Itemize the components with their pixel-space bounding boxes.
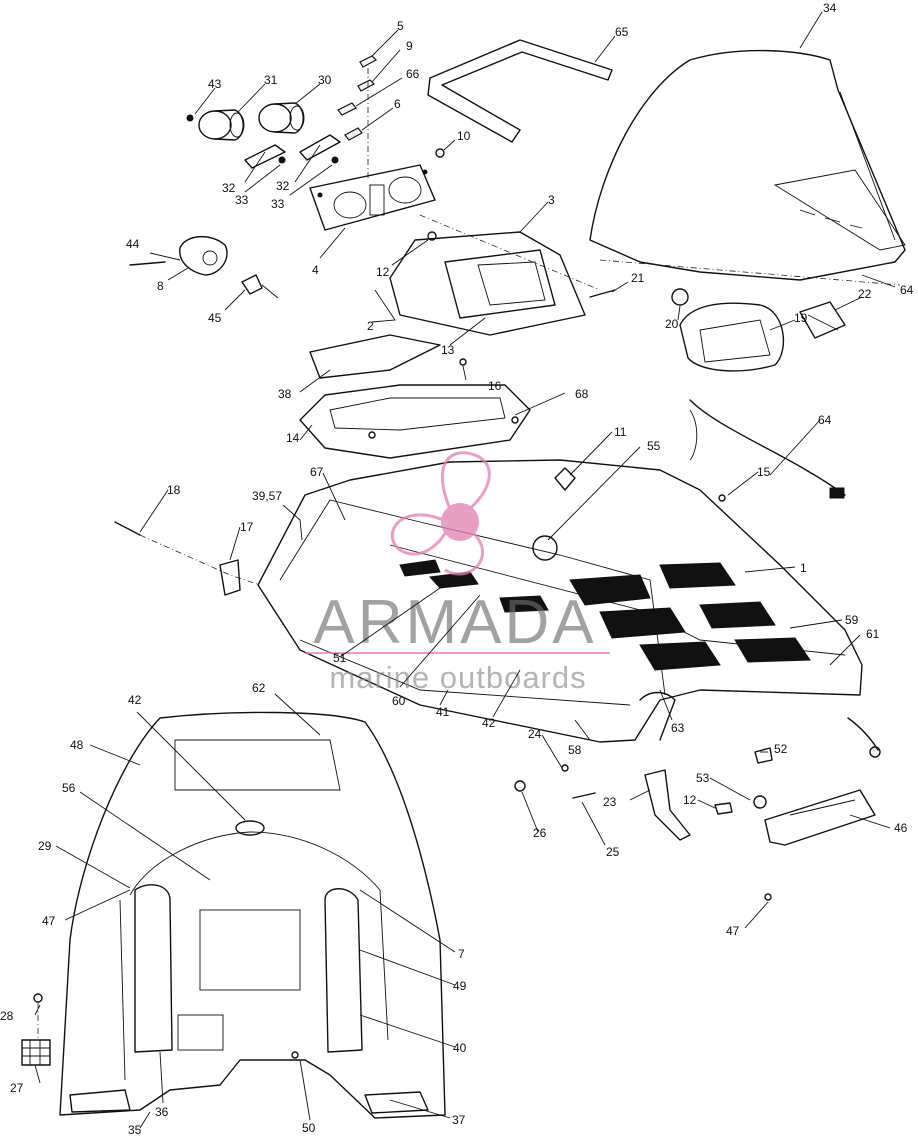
- callout-41: 41: [436, 705, 450, 719]
- watermark: ARMADA marine outboards: [305, 451, 610, 695]
- callout-56: 56: [62, 781, 76, 795]
- callout-34: 34: [823, 1, 837, 15]
- callout-11: 11: [614, 425, 627, 439]
- callout-28: 28: [0, 1009, 14, 1023]
- callout-63: 63: [671, 721, 685, 735]
- callout-58: 58: [568, 743, 582, 757]
- key-switch: [129, 236, 279, 299]
- callout-27: 27: [10, 1081, 24, 1095]
- callout-9: 9: [406, 39, 413, 53]
- callout-19: 19: [794, 311, 808, 325]
- callout-60: 60: [392, 694, 406, 708]
- callout-2: 2: [367, 319, 374, 333]
- callout-42a: 42: [482, 716, 496, 730]
- switches: [337, 55, 377, 180]
- callout-59: 59: [845, 613, 859, 627]
- callout-8: 8: [157, 279, 164, 293]
- callout-64b: 64: [818, 413, 832, 427]
- hood: [257, 459, 863, 743]
- callout-52: 52: [774, 742, 788, 756]
- callout-22: 22: [858, 287, 872, 301]
- callout-66: 66: [406, 67, 420, 81]
- watermark-tagline: marine outboards: [329, 660, 586, 695]
- callout-10: 10: [457, 129, 471, 143]
- callout-17: 17: [240, 520, 254, 534]
- callout-7: 7: [458, 947, 465, 961]
- callout-45: 45: [208, 311, 222, 325]
- callout-31: 31: [264, 73, 278, 87]
- callout-47b: 47: [726, 924, 740, 938]
- console-housing: [389, 214, 601, 336]
- leader-lines: [34, 11, 896, 1129]
- callout-12a: 12: [376, 265, 390, 279]
- windshield: [589, 49, 906, 286]
- gauge-speedometer: [186, 109, 245, 141]
- callout-13: 13: [441, 343, 455, 357]
- fasteners: [427, 148, 576, 491]
- emblem: [21, 993, 51, 1066]
- callout-61: 61: [866, 627, 880, 641]
- callout-24: 24: [528, 727, 542, 741]
- callout-21: 21: [631, 271, 645, 285]
- watermark-rule: [305, 652, 610, 654]
- callout-40: 40: [453, 1041, 467, 1055]
- callout-62: 62: [252, 681, 266, 695]
- callout-51: 51: [333, 651, 347, 665]
- callout-42b: 42: [128, 693, 142, 707]
- propeller-logo: [390, 451, 491, 576]
- callout-32b: 32: [276, 179, 290, 193]
- hinge-bracket: [114, 521, 261, 596]
- air-box-cover: [299, 384, 531, 459]
- callout-16: 16: [488, 379, 502, 393]
- callout-26: 26: [533, 826, 547, 840]
- watermark-brand: ARMADA: [313, 588, 596, 657]
- callout-29: 29: [38, 839, 52, 853]
- callout-4: 4: [312, 263, 319, 277]
- callout-55: 55: [647, 439, 661, 453]
- callout-48: 48: [70, 738, 84, 752]
- callout-33b: 33: [271, 197, 285, 211]
- callout-46: 46: [894, 821, 908, 835]
- callout-47a: 47: [42, 914, 56, 928]
- callout-33a: 33: [235, 193, 249, 207]
- callout-35: 35: [128, 1123, 142, 1136]
- callout-65: 65: [615, 25, 629, 39]
- callout-43: 43: [208, 77, 222, 91]
- gasket: [309, 334, 441, 379]
- gauge-tachometer: [258, 102, 305, 134]
- headlight-assembly: [589, 288, 846, 372]
- callout-5: 5: [397, 19, 404, 33]
- callout-6: 6: [394, 97, 401, 111]
- callout-18: 18: [167, 483, 181, 497]
- callout-49: 49: [453, 979, 467, 993]
- callout-20: 20: [665, 317, 679, 331]
- callout-36: 36: [155, 1105, 169, 1119]
- callout-25: 25: [606, 845, 620, 859]
- nose-pan: [59, 711, 446, 1119]
- callout-12b: 12: [683, 793, 697, 807]
- callout-1: 1: [800, 561, 807, 575]
- callout-23: 23: [603, 795, 617, 809]
- callout-30: 30: [318, 73, 332, 87]
- callout-64a: 64: [900, 283, 914, 297]
- callout-15: 15: [757, 465, 771, 479]
- instrument-panel: [309, 164, 436, 231]
- callout-67: 67: [310, 465, 324, 479]
- callout-68: 68: [575, 387, 589, 401]
- callout-32a: 32: [222, 181, 236, 195]
- callout-53: 53: [696, 771, 710, 785]
- callout-37: 37: [452, 1113, 466, 1127]
- callout-14: 14: [286, 431, 300, 445]
- callout-38: 38: [278, 387, 292, 401]
- callout-50: 50: [302, 1121, 316, 1135]
- lower-brackets: [514, 717, 881, 901]
- callout-3: 3: [548, 193, 555, 207]
- wiring-harness: [689, 399, 846, 502]
- trim-strip: [427, 39, 613, 143]
- callout-44: 44: [126, 237, 140, 251]
- gauge-brackets: [244, 134, 341, 169]
- callout-39-57: 39,57: [252, 489, 282, 503]
